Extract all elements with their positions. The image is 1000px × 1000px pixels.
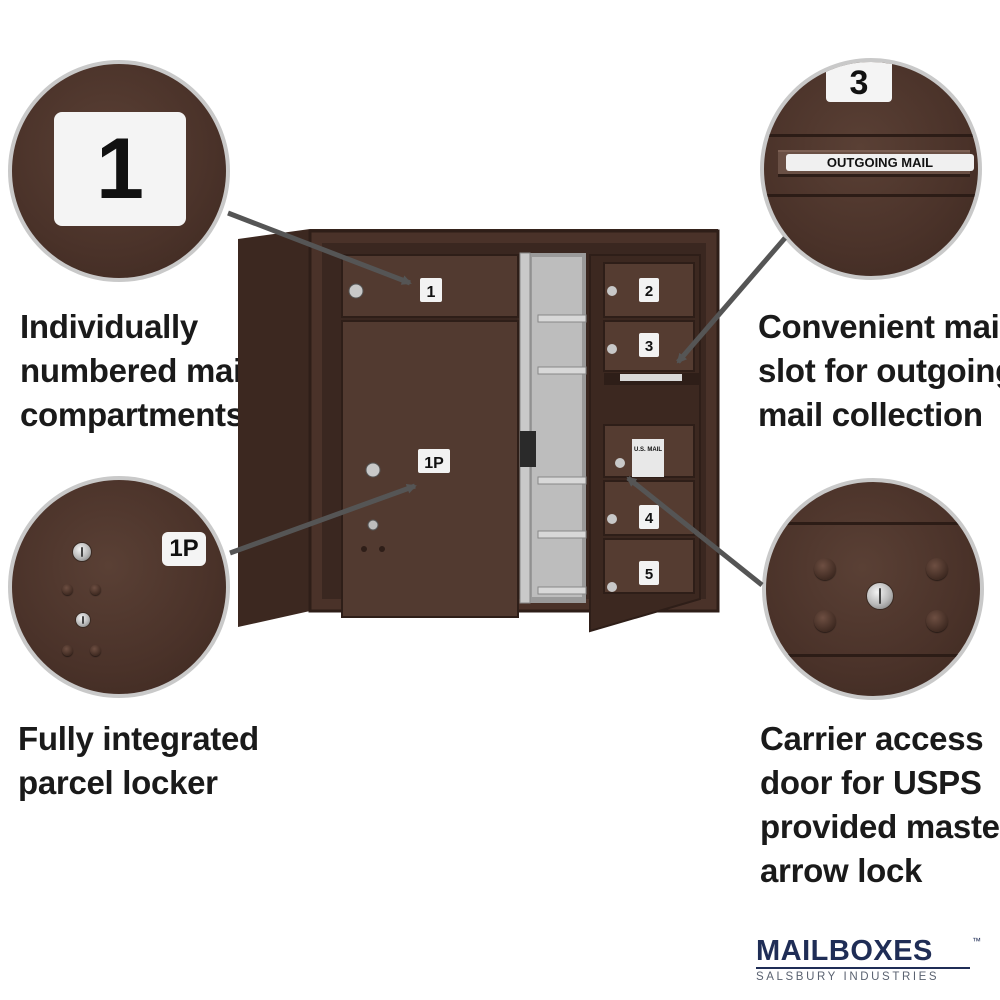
callout-parcel-locker: 1P bbox=[8, 476, 230, 698]
caption-outgoing-slot: Convenient mail slot for outgoing mail c… bbox=[758, 305, 1000, 437]
lock-icon bbox=[348, 283, 364, 299]
logo-rule bbox=[756, 967, 970, 969]
outgoing-label-mini bbox=[620, 374, 682, 381]
shelf bbox=[537, 476, 587, 485]
callout-number-plate: 1 bbox=[8, 60, 230, 282]
logo-subtitle: SALSBURY INDUSTRIES bbox=[756, 971, 940, 983]
caption-numbered-compartments: Individually numbered mail compartments bbox=[20, 305, 251, 437]
caption-line: Carrier access bbox=[760, 720, 984, 757]
caption-line: compartments bbox=[20, 396, 244, 433]
caption-parcel-locker: Fully integrated parcel locker bbox=[18, 717, 259, 805]
caption-line: Individually bbox=[20, 308, 198, 345]
lock-icon bbox=[607, 582, 617, 592]
caption-line: Convenient mail bbox=[758, 308, 1000, 345]
compartment-number: 5 bbox=[645, 566, 653, 583]
caption-line: door for USPS bbox=[760, 764, 982, 801]
lock-icon bbox=[75, 612, 91, 628]
callout-outgoing-slot: 3 OUTGOING MAIL bbox=[760, 58, 982, 280]
plate-bg bbox=[420, 278, 442, 302]
caption-line: parcel locker bbox=[18, 764, 218, 801]
caption-carrier-door: Carrier access door for USPS provided ma… bbox=[760, 717, 1000, 893]
compartment-number: 2 bbox=[645, 283, 653, 300]
shelf bbox=[537, 366, 587, 375]
brand-logo: MAILBOXES ™ SALSBURY INDUSTRIES bbox=[756, 936, 986, 992]
caption-line: mail collection bbox=[758, 396, 983, 433]
lock-icon bbox=[607, 514, 617, 524]
door-seam bbox=[764, 194, 978, 197]
rivet-icon bbox=[814, 558, 836, 580]
rivet-icon bbox=[62, 645, 73, 656]
compartment-number: 1P bbox=[424, 455, 444, 472]
outgoing-label: OUTGOING MAIL bbox=[786, 154, 974, 171]
shelf bbox=[537, 314, 587, 323]
number-plate: 3 bbox=[826, 62, 892, 102]
shelf bbox=[537, 530, 587, 539]
compartment-number: 4 bbox=[645, 510, 654, 527]
door-seam bbox=[764, 134, 978, 137]
door-seam bbox=[766, 654, 980, 657]
lock-icon bbox=[365, 462, 381, 478]
rivet-icon bbox=[90, 645, 101, 656]
number-plate: 1 bbox=[54, 112, 186, 226]
parcel-plate: 1P bbox=[162, 532, 206, 566]
caption-line: arrow lock bbox=[760, 852, 923, 889]
door-seam bbox=[766, 522, 980, 525]
rivet-icon bbox=[926, 558, 948, 580]
lock-icon bbox=[367, 519, 379, 531]
caption-line: provided master bbox=[760, 808, 1000, 845]
rivet-icon bbox=[814, 610, 836, 632]
lock-icon bbox=[607, 344, 617, 354]
usps-label-plate bbox=[632, 439, 664, 477]
latch bbox=[520, 431, 536, 467]
hinge-bar bbox=[519, 252, 531, 604]
carrier-interior-back bbox=[532, 257, 582, 597]
lock-icon bbox=[72, 542, 92, 562]
plate-bg bbox=[639, 278, 659, 302]
mailbox-unit: 1 1P 2 3 4 5 U.S. MAIL bbox=[238, 229, 720, 633]
lock-icon bbox=[607, 286, 617, 296]
compartment-number: 3 bbox=[645, 338, 653, 355]
logo-name: MAILBOXES bbox=[756, 935, 933, 967]
usps-label: U.S. MAIL bbox=[634, 447, 662, 453]
plate-bg bbox=[418, 449, 450, 473]
caption-line: numbered mail bbox=[20, 352, 251, 389]
shelf bbox=[537, 586, 587, 595]
caption-line: slot for outgoing bbox=[758, 352, 1000, 389]
rivet-icon bbox=[361, 546, 367, 552]
rivet-icon bbox=[62, 584, 73, 595]
callout-carrier-lock bbox=[762, 478, 984, 700]
rivet-icon bbox=[379, 546, 385, 552]
arrow-lock-icon bbox=[615, 458, 625, 468]
arrow-lock-icon bbox=[866, 582, 894, 610]
rivet-icon bbox=[926, 610, 948, 632]
compartment-number: 1 bbox=[427, 284, 436, 301]
trademark-symbol: ™ bbox=[972, 936, 981, 946]
outgoing-slot: OUTGOING MAIL bbox=[778, 150, 974, 177]
plate-bg bbox=[639, 333, 659, 357]
rivet-icon bbox=[90, 584, 101, 595]
caption-line: Fully integrated bbox=[18, 720, 259, 757]
